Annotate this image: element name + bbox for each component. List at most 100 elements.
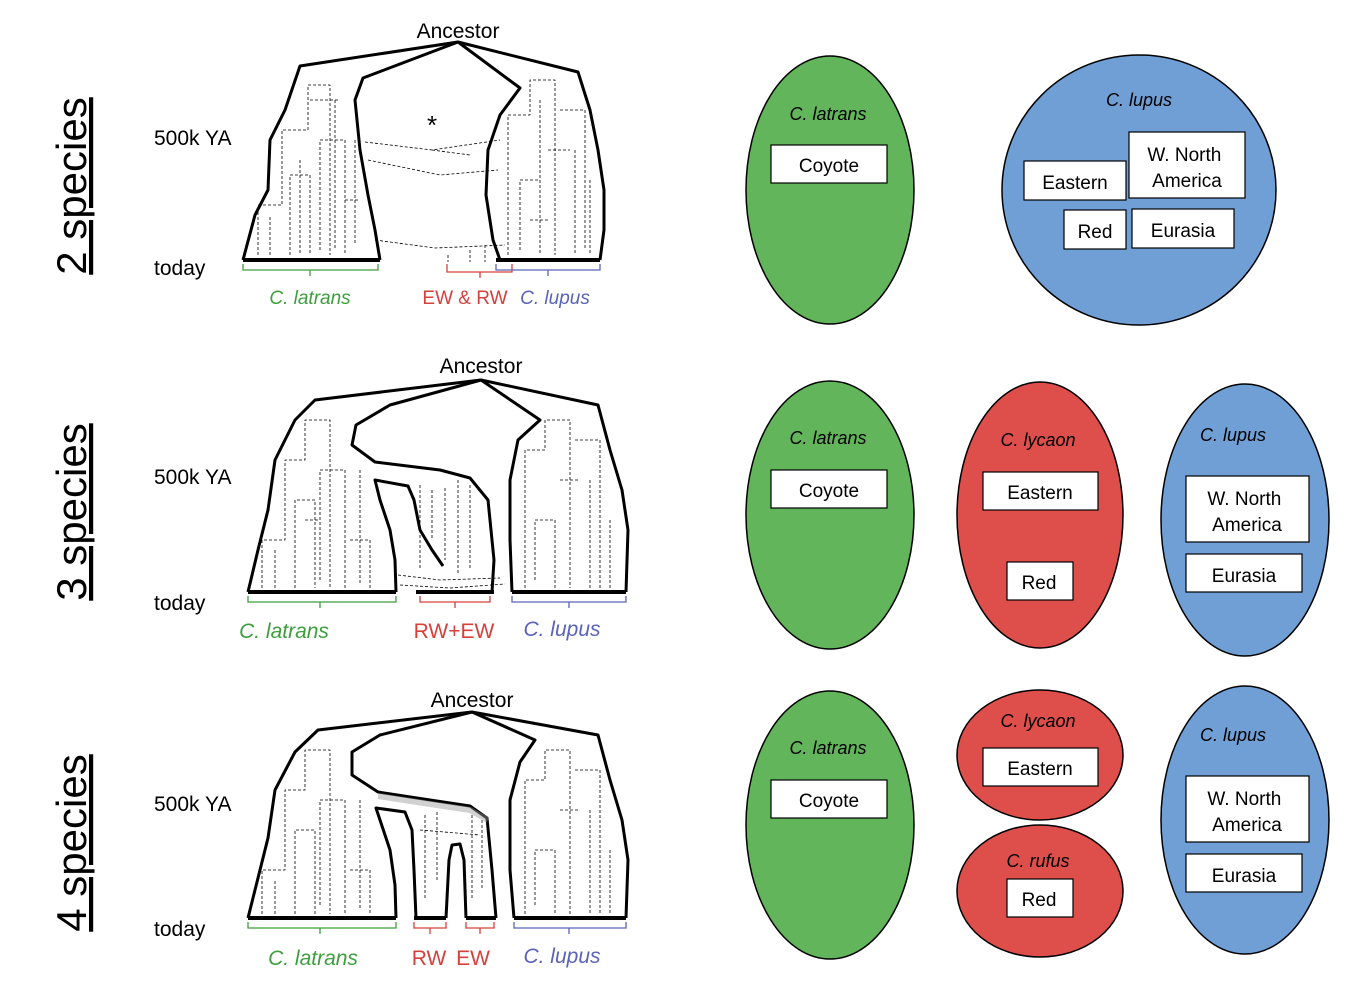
population-label: Coyote: [799, 481, 859, 502]
species-name: C. rufus: [1006, 851, 1069, 871]
species-group-latrans: C. latrans Coyote: [745, 380, 915, 650]
population-box: [982, 747, 1099, 787]
population-box: [770, 469, 888, 509]
species-group-latrans: C. latrans Coyote: [745, 55, 915, 325]
ew-rw-bracket: [446, 264, 513, 278]
species-tree: [246, 378, 630, 594]
species-ellipse: [745, 380, 915, 650]
population-label: Coyote: [799, 791, 859, 812]
population-box: [1128, 131, 1246, 199]
species-group-lupus: C. lupus W. North America Eurasia: [1160, 383, 1330, 657]
tree-inner-branch-lycaon-rufus: [350, 710, 498, 919]
species-ellipse: [956, 381, 1124, 649]
species-group-rufus: C. rufus Red: [956, 824, 1124, 958]
population-label: Eurasia: [1212, 866, 1277, 887]
species-name: C. latrans: [789, 738, 866, 758]
tree-outer-outline: [241, 40, 606, 261]
population-label: Red: [1078, 222, 1113, 243]
population-box: [1131, 208, 1235, 249]
time-500k-label: 500k YA: [154, 466, 231, 489]
clade-label-latrans: C. latrans: [239, 620, 329, 643]
species-ellipse: [745, 690, 915, 960]
clade-label-rw: RW: [412, 947, 447, 970]
species-tree: [241, 40, 606, 262]
species-tree: [246, 710, 630, 920]
ew-bracket: [465, 922, 495, 934]
tree-inner-right-branch: [457, 40, 522, 261]
population-label: W. North America: [1207, 789, 1286, 836]
gene-flow-lines: [397, 480, 506, 589]
time-today-label: today: [154, 257, 206, 280]
time-500k-label: 500k YA: [154, 127, 231, 150]
tree-rufus-lycaon-split: [444, 842, 468, 919]
lupus-bracket: [495, 264, 601, 276]
tree-inner-left-branch: [353, 40, 459, 261]
population-box: [1185, 475, 1310, 543]
lupus-bracket: [511, 596, 627, 608]
population-box: [982, 471, 1099, 511]
population-label: Eastern: [1042, 173, 1107, 194]
clade-label-ew-rw: EW & RW: [422, 288, 507, 309]
clade-label-lupus: C. lupus: [523, 618, 601, 641]
population-box: [1063, 209, 1127, 250]
latrans-gene-tree: [261, 749, 371, 914]
gene-flow-lines: [364, 139, 506, 262]
species-group-lycaon: C. lycaon Eastern: [956, 689, 1124, 821]
population-label-line: W. North: [1207, 789, 1281, 810]
population-label-line: W. North: [1207, 489, 1281, 510]
population-box: [1185, 775, 1310, 843]
population-label-line: America: [1212, 515, 1282, 536]
latrans-gene-tree: [261, 419, 371, 588]
population-label: W. North America: [1147, 145, 1226, 192]
latrans-bracket: [242, 264, 379, 276]
population-label-line: America: [1152, 171, 1222, 192]
species-name: C. lupus: [1106, 90, 1172, 110]
model-label: 4 species: [48, 754, 95, 931]
asterisk-marker: *: [427, 110, 437, 140]
species-name: C. lycaon: [1000, 711, 1075, 731]
clade-label-rw-ew: RW+EW: [414, 620, 495, 643]
admixture-shading: [377, 793, 490, 823]
ancestor-label: Ancestor: [417, 20, 500, 43]
tree-inner-branch-lupus: [480, 378, 542, 593]
lupus-bracket: [513, 922, 627, 934]
species-name: C. lupus: [1200, 725, 1266, 745]
time-500k-label: 500k YA: [154, 793, 231, 816]
population-box: [1185, 553, 1303, 593]
tree-inner-branch-lupus: [471, 710, 537, 919]
population-label: Eurasia: [1212, 566, 1277, 587]
population-label: Red: [1022, 573, 1057, 594]
latrans-gene-tree: [257, 84, 360, 255]
tree-inner-branch-lycaon: [350, 378, 496, 593]
population-box: [1006, 561, 1074, 601]
species-name: C. latrans: [789, 104, 866, 124]
population-box: [1023, 160, 1127, 201]
clade-label-ew: EW: [456, 947, 490, 970]
clade-label-latrans: C. latrans: [268, 947, 358, 970]
species-name: C. latrans: [789, 428, 866, 448]
model-label: 2 species: [48, 97, 95, 274]
tree-outer-outline: [246, 710, 630, 919]
row-3-species: 3 species Ancestor 500k YA today C. latr…: [48, 355, 1330, 657]
lupus-gene-tree: [524, 419, 611, 588]
lycaon-bracket: [419, 596, 491, 608]
tree-inner-branch-latrans: [374, 806, 418, 919]
population-box: [1006, 878, 1074, 918]
species-group-lupus: C. lupus Eastern W. North America Red Eu…: [1001, 54, 1277, 326]
model-label: 3 species: [48, 423, 95, 600]
tree-inner-branch-latrans: [373, 478, 445, 593]
species-name: C. lupus: [1200, 425, 1266, 445]
latrans-bracket: [247, 596, 397, 608]
species-name: C. lycaon: [1000, 430, 1075, 450]
species-group-latrans: C. latrans Coyote: [745, 690, 915, 960]
row-2-species: 2 species Ancestor 500k YA today * C. la…: [48, 20, 1277, 326]
row-4-species: 4 species Ancestor 500k YA today C. latr…: [48, 685, 1330, 970]
species-group-lycaon: C. lycaon Eastern Red: [956, 381, 1124, 649]
population-label: W. North America: [1207, 489, 1286, 536]
gene-flow-lines: [419, 812, 483, 900]
population-label: Eurasia: [1151, 221, 1216, 242]
time-today-label: today: [154, 592, 206, 615]
population-box: [1185, 853, 1303, 893]
ancestor-label: Ancestor: [440, 355, 523, 378]
